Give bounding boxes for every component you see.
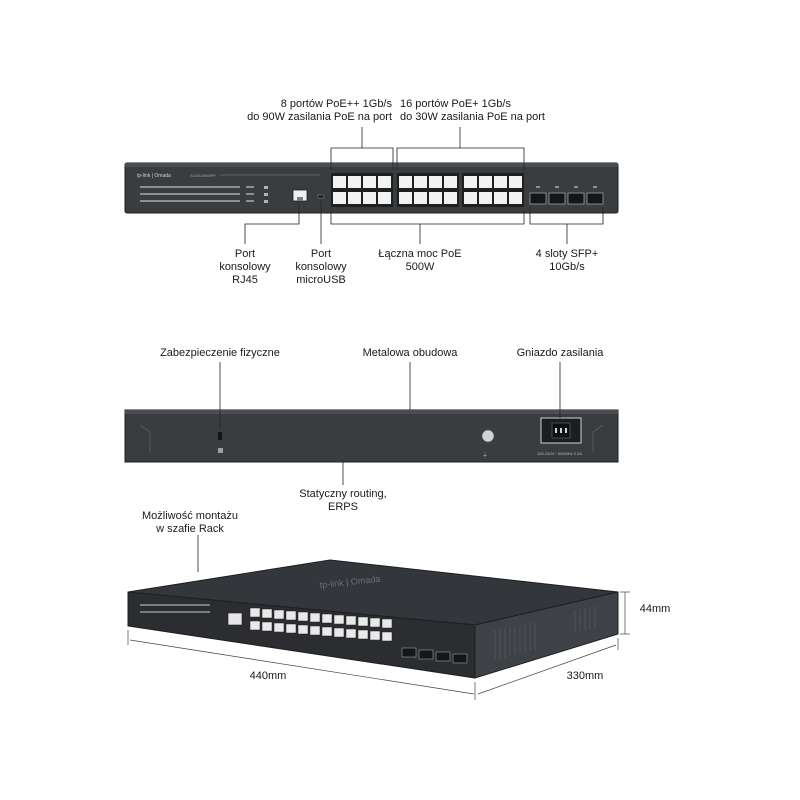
rear-chassis: [124, 409, 619, 463]
callout-console-rj45-line2: konsolowy: [219, 261, 271, 273]
callout-poe-plus-line1: 16 portów PoE+ 1Gb/s: [400, 98, 511, 110]
dimension-height: 44mm: [639, 603, 671, 615]
callout-total-poe-line1: Łączna moc PoE: [378, 248, 462, 260]
callout-rack-mount: Możliwość montażu w szafie Rack: [135, 510, 245, 536]
callout-static-routing: Statyczny routing, ERPS: [283, 488, 403, 514]
perspective-view: tp-link | Omada: [127, 559, 619, 679]
callout-physical-security: Zabezpieczenie fizyczne: [160, 347, 280, 359]
callout-static-routing-line1: Statyczny routing,: [299, 488, 387, 500]
front-callout-lines-top: [330, 127, 525, 170]
callout-sfp-slots-line2: 10Gb/s: [549, 261, 585, 273]
dimension-lines: [127, 591, 630, 700]
switch-side-face: [474, 591, 619, 679]
console-microusb-port: [317, 194, 325, 199]
callout-static-routing-line2: ERPS: [328, 501, 358, 513]
callout-poe-plus: 16 portów PoE+ 1Gb/s do 30W zasilania Po…: [400, 98, 560, 124]
callout-console-microusb-line2: konsolowy: [295, 261, 347, 273]
perspective-sfp-slots: [401, 647, 468, 664]
callout-console-microusb: Port konsolowy microUSB: [286, 248, 356, 287]
rear-view: ⏚ 100-240V~ 50/60Hz 0.3A: [124, 409, 619, 463]
callout-console-microusb-line3: microUSB: [296, 274, 346, 286]
callout-console-rj45-line1: Port: [234, 248, 256, 260]
callout-sfp-slots: 4 sloty SFP+ 10Gb/s: [522, 248, 612, 274]
callout-poe-plus-plus: 8 portów PoE++ 1Gb/s do 90W zasilania Po…: [232, 98, 392, 124]
front-model: SG3428XMPP: [190, 173, 216, 178]
callout-poe-plus-plus-line1: 8 portów PoE++ 1Gb/s: [280, 98, 392, 110]
callout-sfp-slots-line1: 4 sloty SFP+: [535, 248, 599, 260]
ground-screw: [481, 429, 495, 443]
callout-console-rj45: Port konsolowy RJ45: [210, 248, 280, 287]
poe-plus-ports-b: [462, 173, 524, 207]
perspective-rj45-ports: [249, 607, 393, 642]
poe-plus-ports-a: [397, 173, 459, 207]
front-callout-lines-bottom: [244, 200, 604, 244]
callout-poe-plus-plus-line2: do 90W zasilania PoE na port: [247, 111, 392, 123]
callout-metal-case: Metalowa obudowa: [362, 347, 458, 359]
dimension-width: 440mm: [249, 670, 287, 682]
front-brand: tp-link | Omada: [137, 173, 171, 179]
callout-total-poe: Łączna moc PoE 500W: [370, 248, 470, 274]
callout-console-rj45-line3: RJ45: [232, 274, 258, 286]
kensington-lock-slot: [218, 432, 222, 440]
callout-total-poe-line2: 500W: [405, 261, 435, 273]
sfp-plus-slots: [529, 186, 604, 205]
dimension-depth: 330mm: [566, 670, 604, 682]
rear-callout-lines: [219, 362, 561, 485]
front-chassis-edge: [125, 163, 618, 167]
callout-poe-plus-line2: do 30W zasilania PoE na port: [400, 111, 545, 123]
poe-plus-plus-ports: [331, 173, 393, 207]
power-rating-text: 100-240V~ 50/60Hz 0.3A: [537, 451, 582, 456]
callout-console-microusb-line1: Port: [310, 248, 332, 260]
mode-indicator: [264, 186, 268, 203]
status-led-panel: [140, 186, 254, 202]
callout-power-socket: Gniazdo zasilania: [516, 347, 604, 359]
svg-text:⏚: ⏚: [482, 452, 488, 459]
callout-rack-mount-line1: Możliwość montażu: [142, 510, 238, 522]
callout-rack-mount-line2: w szafie Rack: [156, 523, 224, 535]
